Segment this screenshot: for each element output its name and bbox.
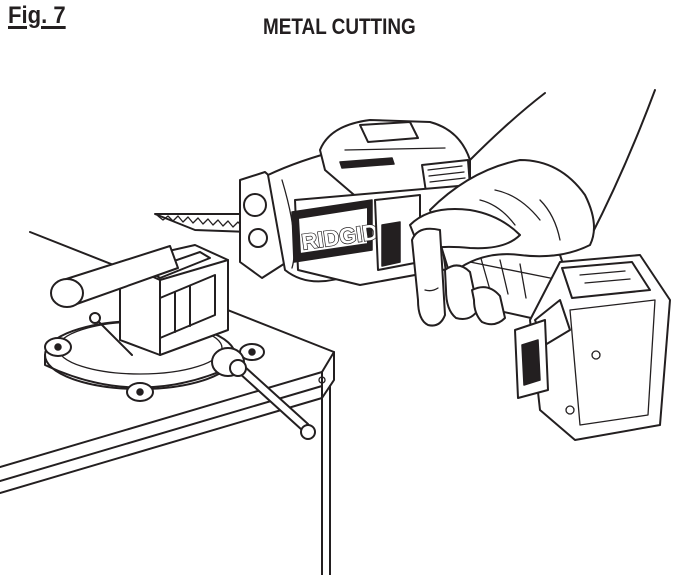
battery-pack	[514, 254, 671, 441]
saw-blade	[154, 213, 251, 233]
hand-and-arm	[409, 89, 656, 327]
figure-label: Fig. 7	[8, 2, 66, 29]
bench-vise	[44, 244, 316, 440]
figure-title: METAL CUTTING	[263, 14, 416, 39]
